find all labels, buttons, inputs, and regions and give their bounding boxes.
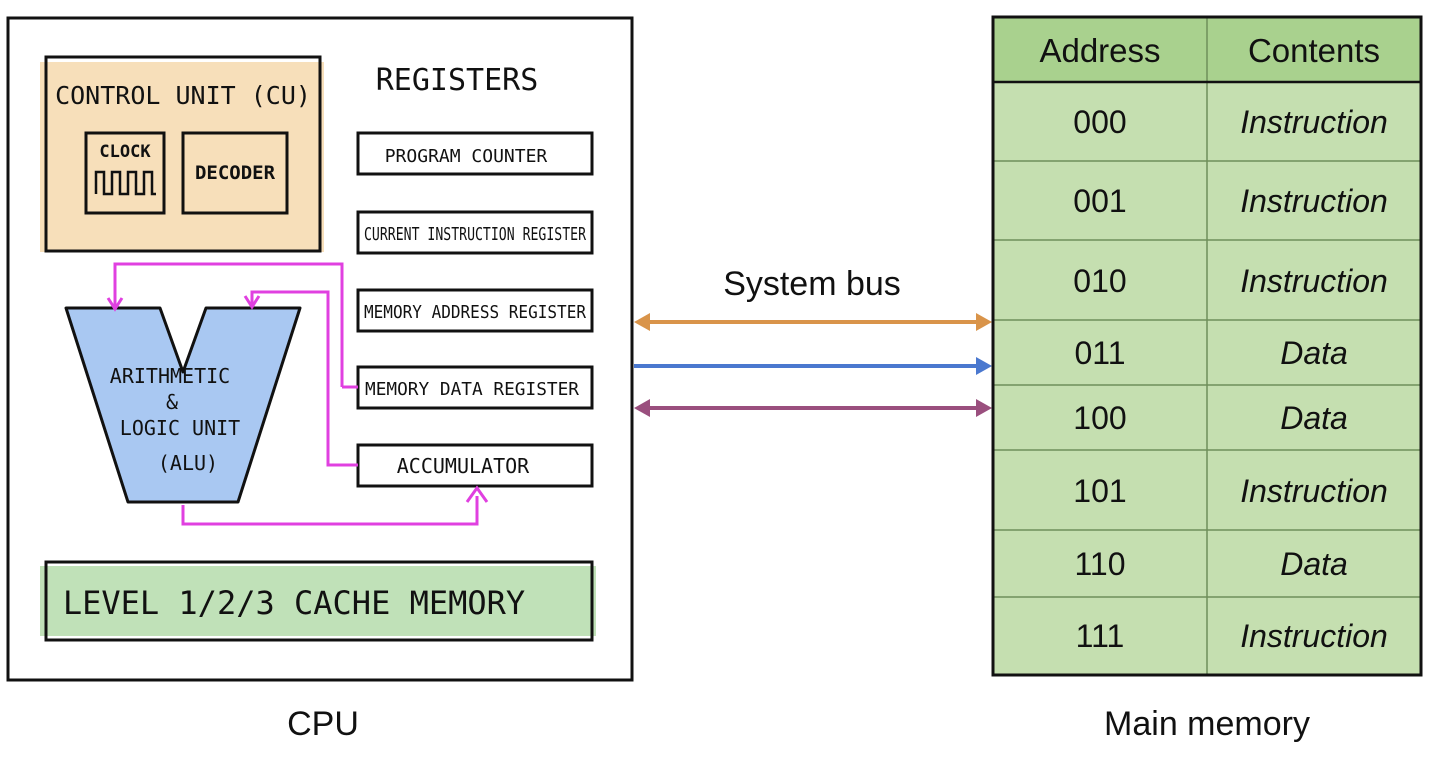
cache-fill [40,566,596,636]
arrow-right-icon [976,313,992,331]
control-unit-outline [44,55,322,253]
contents-cell: Data [1280,335,1348,371]
register-box: MEMORY ADDRESS REGISTER [356,288,594,333]
address-cell: 100 [1073,400,1126,436]
arrow-head-icon [106,297,124,312]
register-label: MEMORY DATA REGISTER [365,379,579,400]
address-cell: 110 [1074,546,1125,582]
register-outline [356,131,594,176]
contents-cell: Instruction [1240,183,1388,219]
arrow-head-icon [243,295,261,310]
register-outline [356,288,594,333]
main-memory-caption: Main memory [1104,705,1310,743]
registers-heading: REGISTERS [376,63,539,98]
decoder-box [181,131,289,215]
contents-cell: Instruction [1240,104,1388,140]
register-outline [356,210,594,255]
address-cell: 011 [1074,335,1125,371]
alu-label-line: (ALU) [158,451,218,475]
address-cell: 010 [1073,263,1126,299]
contents-cell: Data [1280,546,1348,582]
control-unit-title: CONTROL UNIT (CU) [55,81,311,110]
bus-line-data [634,399,992,417]
contents-cell: Instruction [1240,618,1388,654]
address-cell: 000 [1073,104,1126,140]
arrow-left-icon [634,399,650,417]
address-cell: 111 [1076,618,1125,654]
system-bus-label: System bus [723,265,901,303]
wire-alu-to-acc [181,496,479,526]
table-outline [991,15,1423,677]
memory-table: Address Contents 000 Instruction 001 Ins… [991,15,1423,677]
arrow-right-icon [976,357,992,375]
bus-line-control [634,357,992,375]
registers-list: PROGRAM COUNTER CURRENT INSTRUCTION REGI… [356,131,594,488]
wire-acc-to-alu [250,290,358,467]
decoder-label: DECODER [195,162,276,184]
table-grid [993,17,1421,675]
contents-cell: Instruction [1240,263,1388,299]
arrow-right-icon [976,399,992,417]
register-box: CURRENT INSTRUCTION REGISTER [356,210,594,255]
header-contents: Contents [1248,32,1380,69]
arrow-left-icon [634,313,650,331]
clock-wave-icon [94,170,156,196]
clock-label: CLOCK [99,142,151,162]
register-box: PROGRAM COUNTER [356,131,594,176]
control-unit: CONTROL UNIT (CU) CLOCK DECODER [40,55,324,253]
cache-label: LEVEL 1/2/3 CACHE MEMORY [63,584,525,622]
address-cell: 101 [1073,473,1126,509]
bus-line-address [634,313,992,331]
register-label: MEMORY ADDRESS REGISTER [364,302,586,323]
alu-label-line: LOGIC UNIT [120,416,240,440]
alu-label-line: ARITHMETIC [110,364,230,388]
register-outline [356,443,594,488]
cpu-block: CONTROL UNIT (CU) CLOCK DECODER REGISTER… [6,16,634,682]
wire-mdr-to-alu [113,262,344,387]
clock-box [84,131,166,215]
register-label: CURRENT INSTRUCTION REGISTER [364,224,586,245]
address-cell: 001 [1073,183,1126,219]
register-label: ACCUMULATOR [397,454,530,478]
cache-memory: LEVEL 1/2/3 CACHE MEMORY [40,560,596,642]
header-address: Address [1039,32,1160,69]
contents-cell: Instruction [1240,473,1388,509]
alu-label-line: & [166,390,178,414]
cache-outline [44,560,594,642]
arrow-head-icon [465,485,489,503]
register-label: PROGRAM COUNTER [385,146,548,167]
alu-wiring [106,262,489,526]
register-box: ACCUMULATOR [356,443,594,488]
cpu-caption: CPU [287,705,359,743]
system-bus [634,313,992,417]
register-box: MEMORY DATA REGISTER [356,365,594,410]
contents-cell: Data [1280,400,1348,436]
